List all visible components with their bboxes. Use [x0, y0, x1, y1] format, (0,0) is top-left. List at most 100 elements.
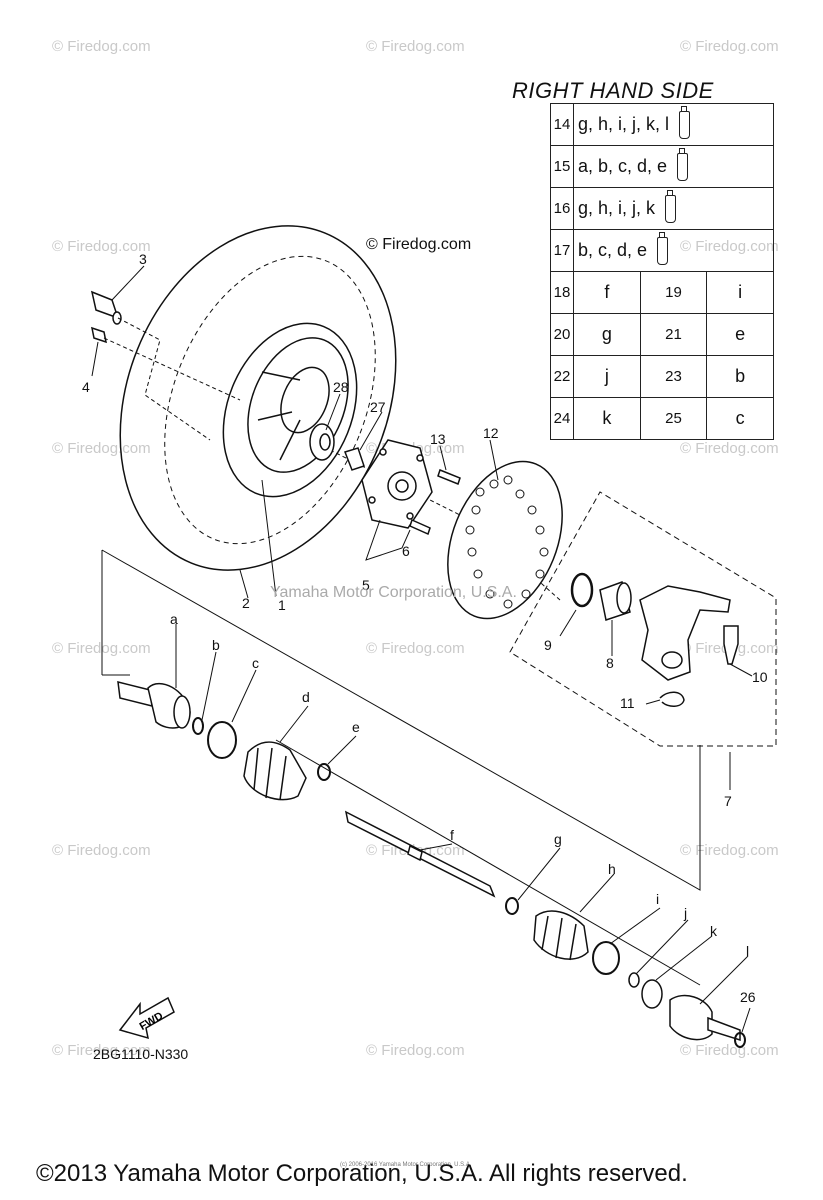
part-label-7: 7 [724, 793, 732, 809]
copyright-notice: ©2013 Yamaha Motor Corporation, U.S.A. A… [36, 1160, 688, 1187]
legend-ref-number: 23 [639, 355, 708, 398]
legend-row: 24 k 25 c [550, 397, 774, 440]
wheel-rim [222, 322, 358, 498]
part-label-b: b [212, 637, 220, 653]
legend-row: 18 f 19 i [550, 271, 774, 314]
watermark: © Firedog.com [52, 640, 151, 657]
legend-row: 17 b, c, d, e [550, 229, 774, 272]
legend-letters: g, h, i, j, k, l [573, 103, 774, 146]
part-label-d: d [302, 689, 310, 705]
part-label-13: 13 [430, 431, 446, 447]
watermark: © Firedog.com [52, 842, 151, 859]
boot-band [207, 721, 237, 759]
cv-joint-outer [117, 681, 191, 729]
washer [344, 447, 365, 471]
small-copyright: (c) 2006-2016 Yamaha Motor Corporation, … [340, 1162, 472, 1168]
circlip [570, 572, 594, 608]
watermark: © Firedog.com [680, 1042, 779, 1059]
watermark: © Firedog.com [366, 1042, 465, 1059]
circlip-j [628, 972, 640, 988]
legend-row: 16 g, h, i, j, k [550, 187, 774, 230]
legend-row: 15 a, b, c, d, e [550, 145, 774, 188]
ball-joint [723, 625, 739, 665]
legend-ref-number: 14 [550, 103, 574, 146]
watermark: © Firedog.com [52, 38, 151, 55]
legend-row: 14 g, h, i, j, k, l [550, 103, 774, 146]
drive-shaft [344, 810, 496, 898]
part-label-6: 6 [402, 543, 410, 559]
boot-band [505, 897, 519, 915]
legend-value: f [573, 271, 641, 314]
brake-disc [447, 460, 563, 620]
part-label-e: e [352, 719, 360, 735]
watermark: © Firedog.com [366, 38, 465, 55]
part-label-g: g [554, 831, 562, 847]
legend-letters: b, c, d, e [573, 229, 774, 272]
diagram-code: 2BG1110-N330 [93, 1046, 189, 1062]
grease-tube-icon [679, 105, 691, 139]
part-label-2: 2 [242, 595, 250, 611]
legend-ref-number: 20 [550, 313, 574, 356]
grease-tube-icon [677, 147, 689, 181]
overlay-watermark: Yamaha Motor Corporation, U.S.A. [270, 584, 517, 601]
legend-value: c [706, 397, 774, 440]
legend-value: e [706, 313, 774, 356]
tire [119, 225, 397, 571]
part-label-a: a [170, 611, 178, 627]
part-label-1: 1 [278, 597, 286, 613]
part-label-f: f [450, 827, 454, 843]
boot-band [317, 763, 331, 781]
clip [659, 691, 685, 707]
legend-ref-number: 15 [550, 145, 574, 188]
legend-ref-number: 24 [550, 397, 574, 440]
part-label-c: c [252, 655, 259, 671]
fwd-arrow-icon [118, 996, 175, 1040]
part-label-27: 27 [370, 399, 386, 415]
watermark: © Firedog.com [52, 1042, 151, 1059]
watermark: © Firedog.com [52, 440, 151, 457]
part-label-12: 12 [483, 425, 499, 441]
boot-band [192, 717, 204, 735]
watermark: © Firedog.com [680, 38, 779, 55]
grease-tube-icon [657, 231, 669, 265]
legend-letters: a, b, c, d, e [573, 145, 774, 188]
part-label-11: 11 [620, 695, 635, 711]
valve-stem [90, 290, 122, 325]
legend-ref-number: 17 [550, 229, 574, 272]
wheel-hub [361, 439, 433, 529]
part-label-k: k [710, 923, 718, 939]
boot-band [592, 941, 620, 975]
legend-table: 14 g, h, i, j, k, l 15 a, b, c, d, e 16 … [550, 103, 774, 440]
cv-boot-outer [243, 741, 307, 801]
cv-boot-inner [533, 910, 589, 961]
part-label-26: 26 [740, 989, 756, 1005]
legend-title: RIGHT HAND SIDE [512, 78, 714, 103]
legend-value: k [573, 397, 641, 440]
legend-ref-number: 21 [639, 313, 708, 356]
part-label-5: 5 [362, 577, 370, 593]
part-label-4: 4 [82, 379, 90, 395]
part-label-8: 8 [606, 655, 614, 671]
legend-row: 22 j 23 b [550, 355, 774, 398]
legend-ref-number: 22 [550, 355, 574, 398]
circlip-26 [734, 1032, 746, 1048]
legend-ref-number: 19 [639, 271, 708, 314]
legend-value: i [706, 271, 774, 314]
part-label-l: l [746, 943, 749, 959]
legend-value: j [573, 355, 641, 398]
part-label-10: 10 [752, 669, 768, 685]
firedog-mark: © Firedog.com [366, 236, 472, 253]
grease-tube-icon [665, 189, 677, 223]
legend-ref-number: 16 [550, 187, 574, 230]
legend-row: 20 g 21 e [550, 313, 774, 356]
hub-bolt [437, 469, 461, 485]
part-label-28: 28 [333, 379, 349, 395]
part-label-h: h [608, 861, 616, 877]
o-ring-k [641, 979, 663, 1009]
watermark: © Firedog.com [52, 238, 151, 255]
watermark: © Firedog.com [680, 842, 779, 859]
part-label-3: 3 [139, 251, 147, 267]
legend-letters: g, h, i, j, k [573, 187, 774, 230]
